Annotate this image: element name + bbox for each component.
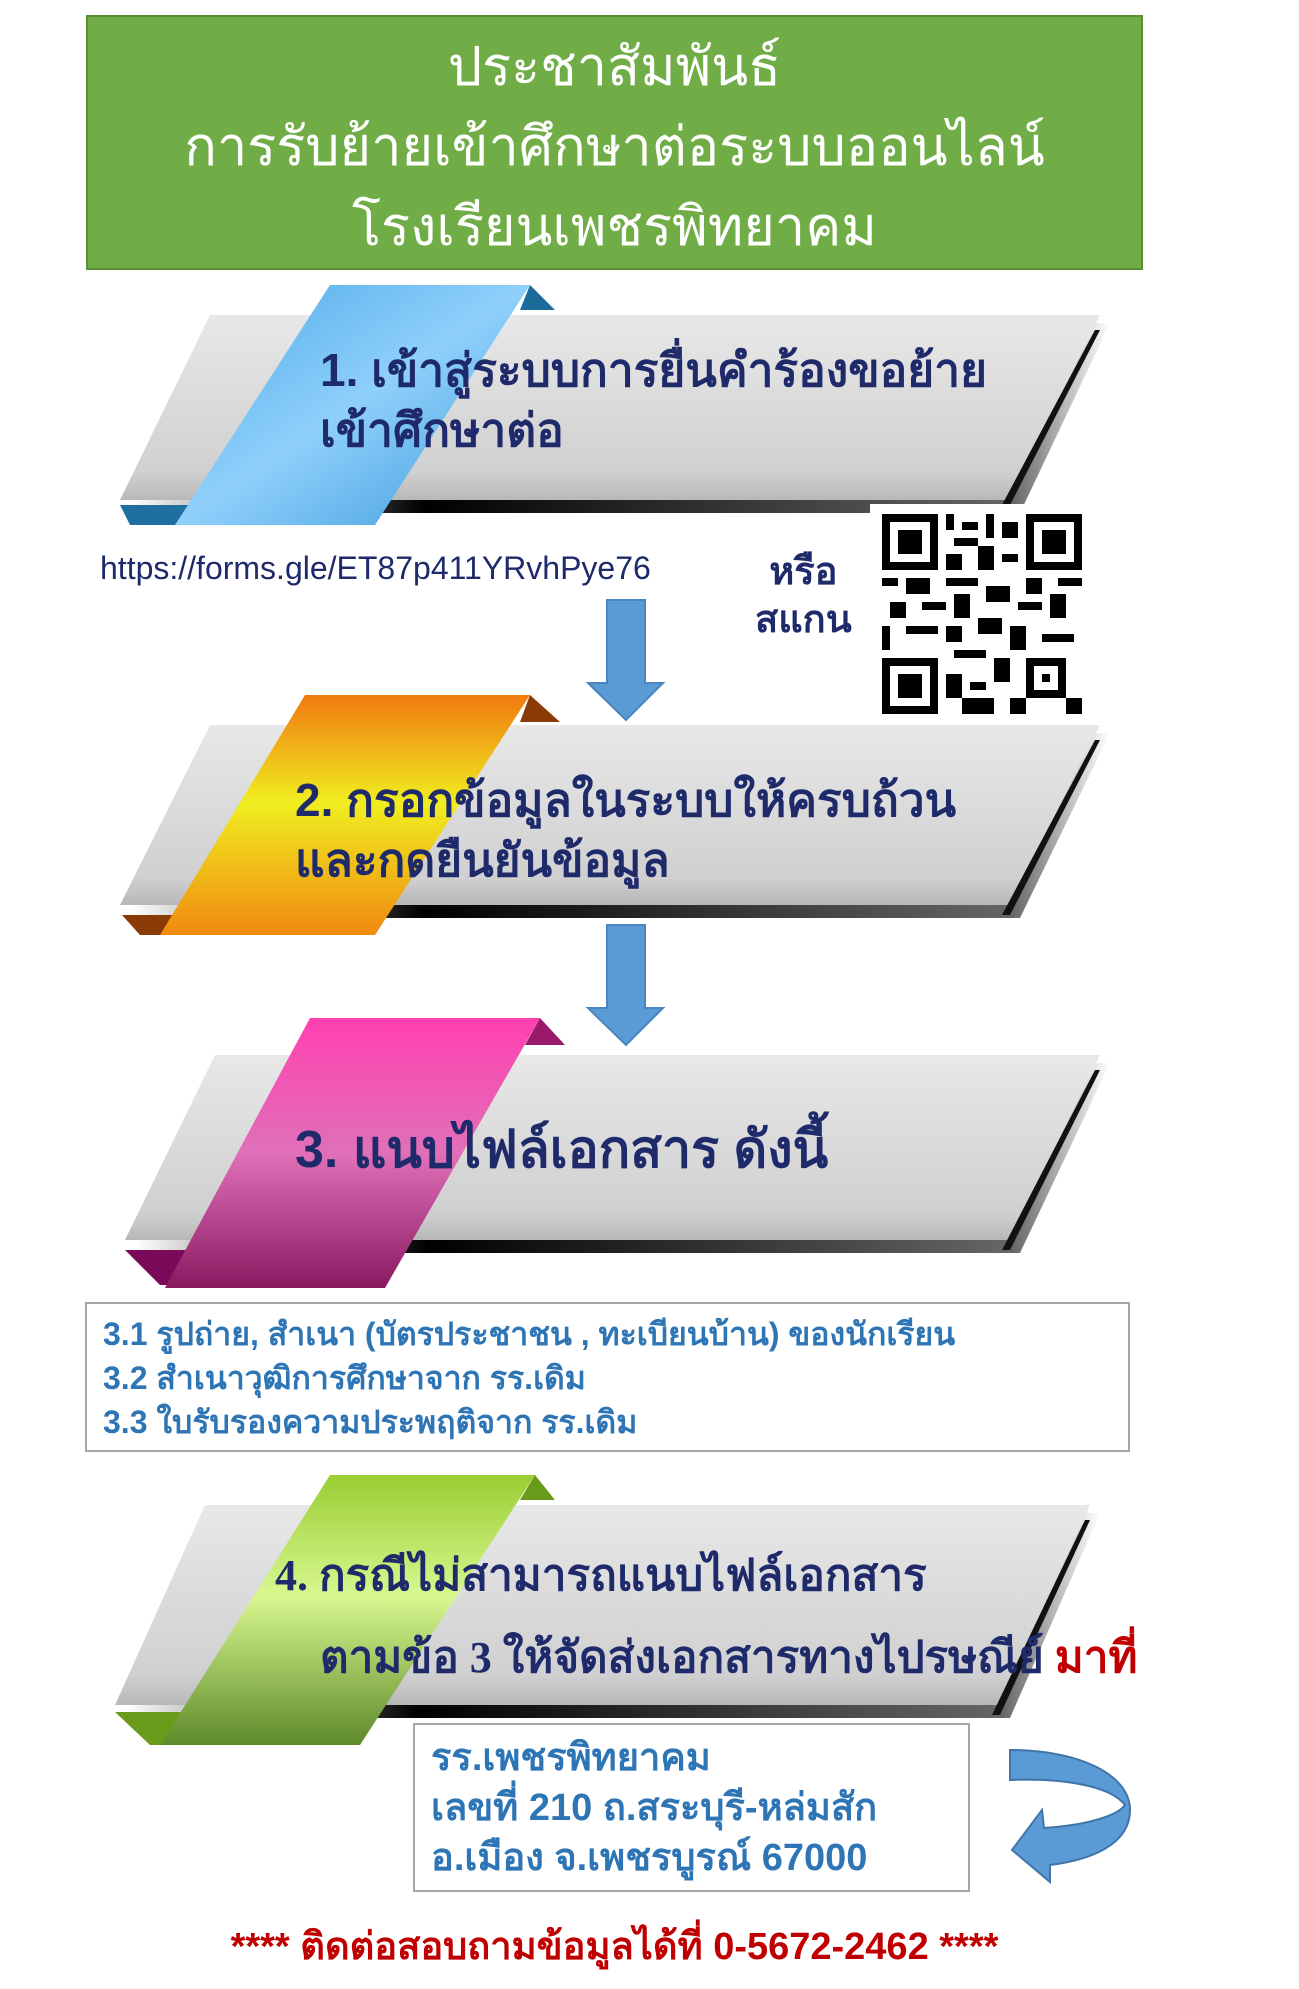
title-banner: ประชาสัมพันธ์ การรับย้ายเข้าศึกษาต่อระบบ… [86, 15, 1143, 270]
title-line-3: โรงเรียนเพชรพิทยาคม [352, 197, 877, 257]
step-1-line-2: เข้าศึกษาต่อ [320, 404, 564, 456]
step-2-line-2: และกดยืนยันข้อมูล [295, 834, 670, 886]
step-1-text: 1. เข้าสู่ระบบการยื่นคำร้องขอย้าย เข้าศึ… [320, 340, 987, 460]
step-1-line-1: 1. เข้าสู่ระบบการยื่นคำร้องขอย้าย [320, 344, 988, 396]
document-list: 3.1 รูปถ่าย, สำเนา (บัตรประชาชน , ทะเบีย… [85, 1302, 1130, 1452]
title-line-2: การรับย้ายเข้าศึกษาต่อระบบออนไลน์ [184, 117, 1045, 177]
curved-arrow-icon [1009, 1748, 1132, 1885]
document-item: 3.3 ใบรับรองความประพฤติจาก รร.เดิม [103, 1404, 638, 1440]
step-4-banner [115, 1475, 1100, 1745]
step-3-text: 3. แนบไฟล์เอกสาร ดังนี้ [295, 1121, 829, 1179]
step-2-banner [120, 695, 1110, 935]
document-item: 3.1 รูปถ่าย, สำเนา (บัตรประชาชน , ทะเบีย… [103, 1316, 956, 1352]
or-label: หรือ [769, 551, 838, 593]
step-2-line-1: 2. กรอกข้อมูลในระบบให้ครบถ้วน [295, 774, 957, 826]
step-4-line-1: 4. กรณีไม่สามารถแนบไฟล์เอกสาร [275, 1551, 927, 1600]
step-4-line-2-wrap: ตามข้อ 3 ให้จัดส่งเอกสารทางไปรษณีย์ มาที… [275, 1617, 1137, 1699]
contact-footer: **** ติดต่อสอบถามข้อมูลได้ที่ 0-5672-246… [230, 1926, 999, 1968]
step-1-banner [120, 285, 1110, 525]
address-line-3: อ.เมือง จ.เพชรบูรณ์ 67000 [431, 1837, 868, 1879]
down-arrow-icon [585, 924, 666, 1047]
qr-code[interactable] [870, 504, 1082, 719]
scan-label: สแกน [755, 599, 852, 641]
scan-hint: หรือ สแกน [755, 548, 852, 644]
step-3-banner [125, 1018, 1110, 1288]
down-arrow-icon [585, 599, 666, 722]
title-line-1: ประชาสัมพันธ์ [447, 37, 782, 97]
step-4-text: 4. กรณีไม่สามารถแนบไฟล์เอกสาร ตามข้อ 3 ใ… [275, 1535, 1137, 1699]
form-link[interactable]: https://forms.gle/ET87p411YRvhPye76 [100, 550, 651, 586]
document-item: 3.2 สำเนาวุฒิการศึกษาจาก รร.เดิม [103, 1360, 586, 1396]
step-4-highlight: มาที่ [1054, 1633, 1138, 1682]
address-line-1: รร.เพชรพิทยาคม [431, 1737, 711, 1779]
mailing-address: รร.เพชรพิทยาคม เลขที่ 210 ถ.สระบุรี-หล่ม… [413, 1723, 970, 1892]
address-line-2: เลขที่ 210 ถ.สระบุรี-หล่มสัก [431, 1787, 878, 1829]
step-4-line-2: ตามข้อ 3 ให้จัดส่งเอกสารทางไปรษณีย์ [320, 1633, 1044, 1682]
step-2-text: 2. กรอกข้อมูลในระบบให้ครบถ้วน และกดยืนยั… [295, 770, 956, 890]
qr-code-icon [882, 514, 1082, 714]
